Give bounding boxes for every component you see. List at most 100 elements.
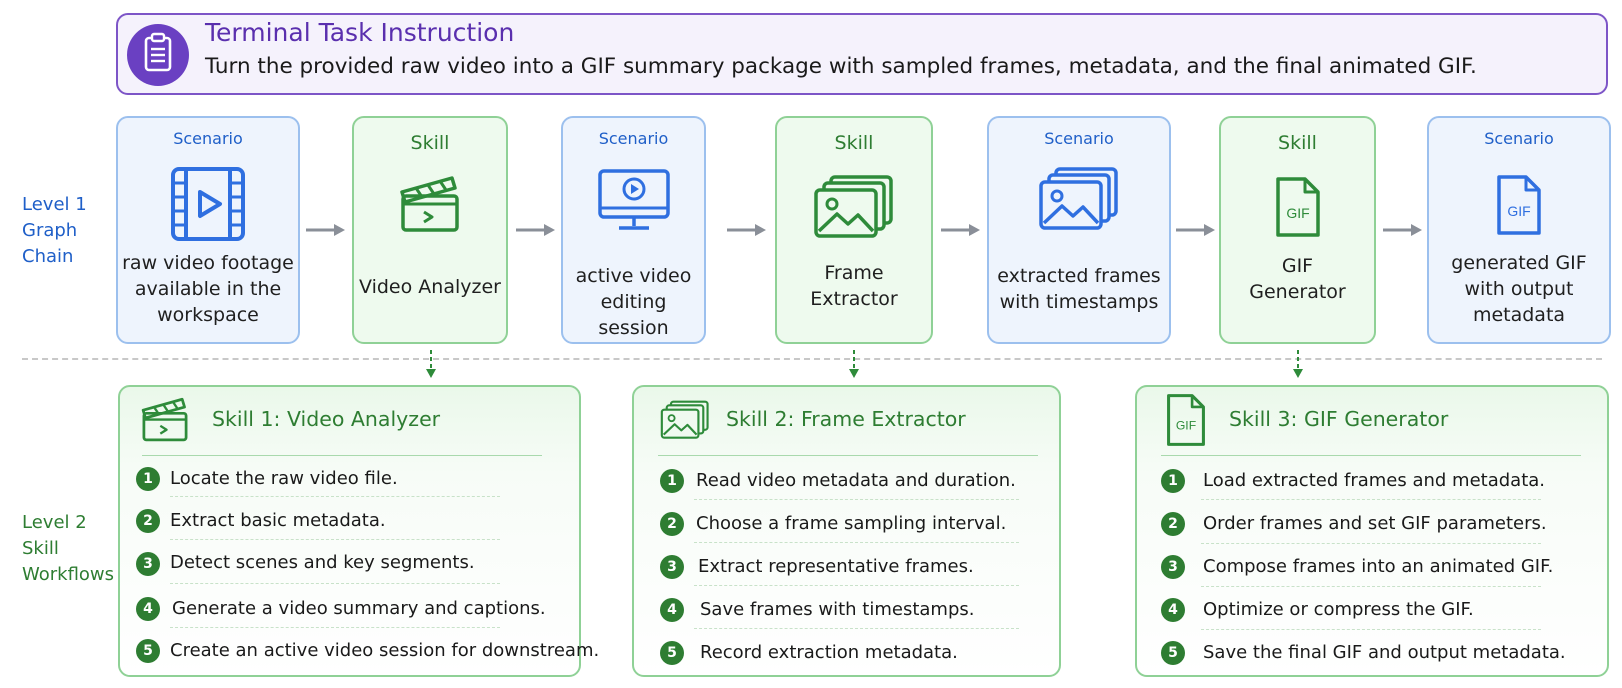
step-divider [1201,543,1541,544]
step-text: Generate a video summary and captions. [172,598,546,619]
step-number: 5 [136,639,160,663]
card-divider [658,455,1038,456]
step-number: 2 [660,512,684,536]
step-divider [170,496,500,497]
task-description: Turn the provided raw video into a GIF s… [205,54,1477,79]
step-number: 3 [1161,555,1185,579]
step-divider [170,627,500,628]
card-divider [1161,455,1581,456]
clapperboard-icon [398,170,462,238]
step-text: Read video metadata and duration. [696,470,1016,491]
level-separator [22,358,1602,360]
gif-file-icon: GIF [1165,393,1207,451]
clapperboard-icon [140,393,190,447]
step-number: 2 [136,509,160,533]
clipboard-icon [127,24,189,86]
step-divider [1201,629,1541,630]
step-divider [1201,499,1541,500]
step-text: Optimize or compress the GIF. [1203,599,1474,620]
arrow-right-icon [306,224,345,236]
down-arrow-icon [1293,350,1303,378]
step-divider [694,628,1019,629]
card-title: Skill 2: Frame Extractor [726,407,966,431]
step-number: 3 [660,555,684,579]
step-text: Choose a frame sampling interval. [696,513,1007,534]
node-type-label: Skill [834,132,874,154]
arrow-right-icon [941,224,980,236]
card-title: Skill 3: GIF Generator [1229,407,1449,431]
step-text: Save the final GIF and output metadata. [1203,642,1566,663]
step-divider [1201,586,1541,587]
workflow-card-gif-generator: GIF Skill 3: GIF Generator 1 Load extrac… [1135,385,1609,677]
card-divider [142,455,542,456]
step-text: Compose frames into an animated GIF. [1203,556,1554,577]
step-number: 2 [1161,512,1185,536]
step-number: 5 [660,641,684,665]
step-text: Load extracted frames and metadata. [1203,470,1545,491]
arrow-right-icon [1176,224,1215,236]
step-divider [694,585,1019,586]
step-text: Order frames and set GIF parameters. [1203,513,1547,534]
step-number: 1 [136,467,160,491]
task-instruction-box [116,13,1608,95]
node-type-label: Scenario [1484,129,1554,148]
arrow-right-icon [1383,224,1422,236]
svg-text:GIF: GIF [1507,203,1530,219]
node-type-label: Skill [1278,132,1317,154]
images-icon [660,399,710,445]
card-title: Skill 1: Video Analyzer [212,407,441,431]
step-text: Create an active video session for downs… [170,640,600,661]
step-number: 4 [660,598,684,622]
step-text: Record extraction metadata. [700,642,958,663]
level-1-label: Level 1 Graph Chain [22,194,87,267]
node-description: Video Analyzer [359,276,501,298]
step-text: Locate the raw video file. [170,468,398,489]
video-file-icon [170,166,246,246]
down-arrow-icon [426,350,436,378]
step-number: 1 [660,469,684,493]
svg-text:GIF: GIF [1286,205,1309,221]
gif-file-icon: GIF [1495,174,1543,240]
step-text: Extract representative frames. [698,556,974,577]
node-type-label: Scenario [173,129,243,148]
step-divider [170,583,500,584]
step-number: 4 [1161,598,1185,622]
step-number: 4 [136,597,160,621]
workflow-card-video-analyzer: Skill 1: Video Analyzer 1 Locate the raw… [118,385,599,677]
level-2-label: Level 2 Skill Workflows [22,512,115,585]
step-text: Extract basic metadata. [170,510,386,531]
monitor-play-icon [597,168,671,238]
step-divider [694,499,1019,500]
step-divider [170,539,500,540]
step-text: Detect scenes and key segments. [170,552,475,573]
svg-text:GIF: GIF [1176,419,1196,433]
step-text: Save frames with timestamps. [700,599,975,620]
task-title: Terminal Task Instruction [205,18,515,47]
arrow-right-icon [516,224,555,236]
workflow-card-frame-extractor: Skill 2: Frame Extractor 1 Read video me… [632,385,1061,677]
chain-node-video-analyzer: Skill Video Analyzer [352,116,508,344]
images-icon [813,174,895,244]
node-type-label: Skill [410,132,450,154]
step-number: 3 [136,552,160,576]
step-number: 1 [1161,469,1185,493]
node-type-label: Scenario [1044,129,1114,148]
down-arrow-icon [849,350,859,378]
images-icon [1038,166,1120,236]
step-number: 5 [1161,641,1185,665]
gif-file-icon: GIF [1274,176,1322,242]
step-divider [694,542,1019,543]
node-type-label: Scenario [598,129,669,148]
arrow-right-icon [727,224,766,236]
